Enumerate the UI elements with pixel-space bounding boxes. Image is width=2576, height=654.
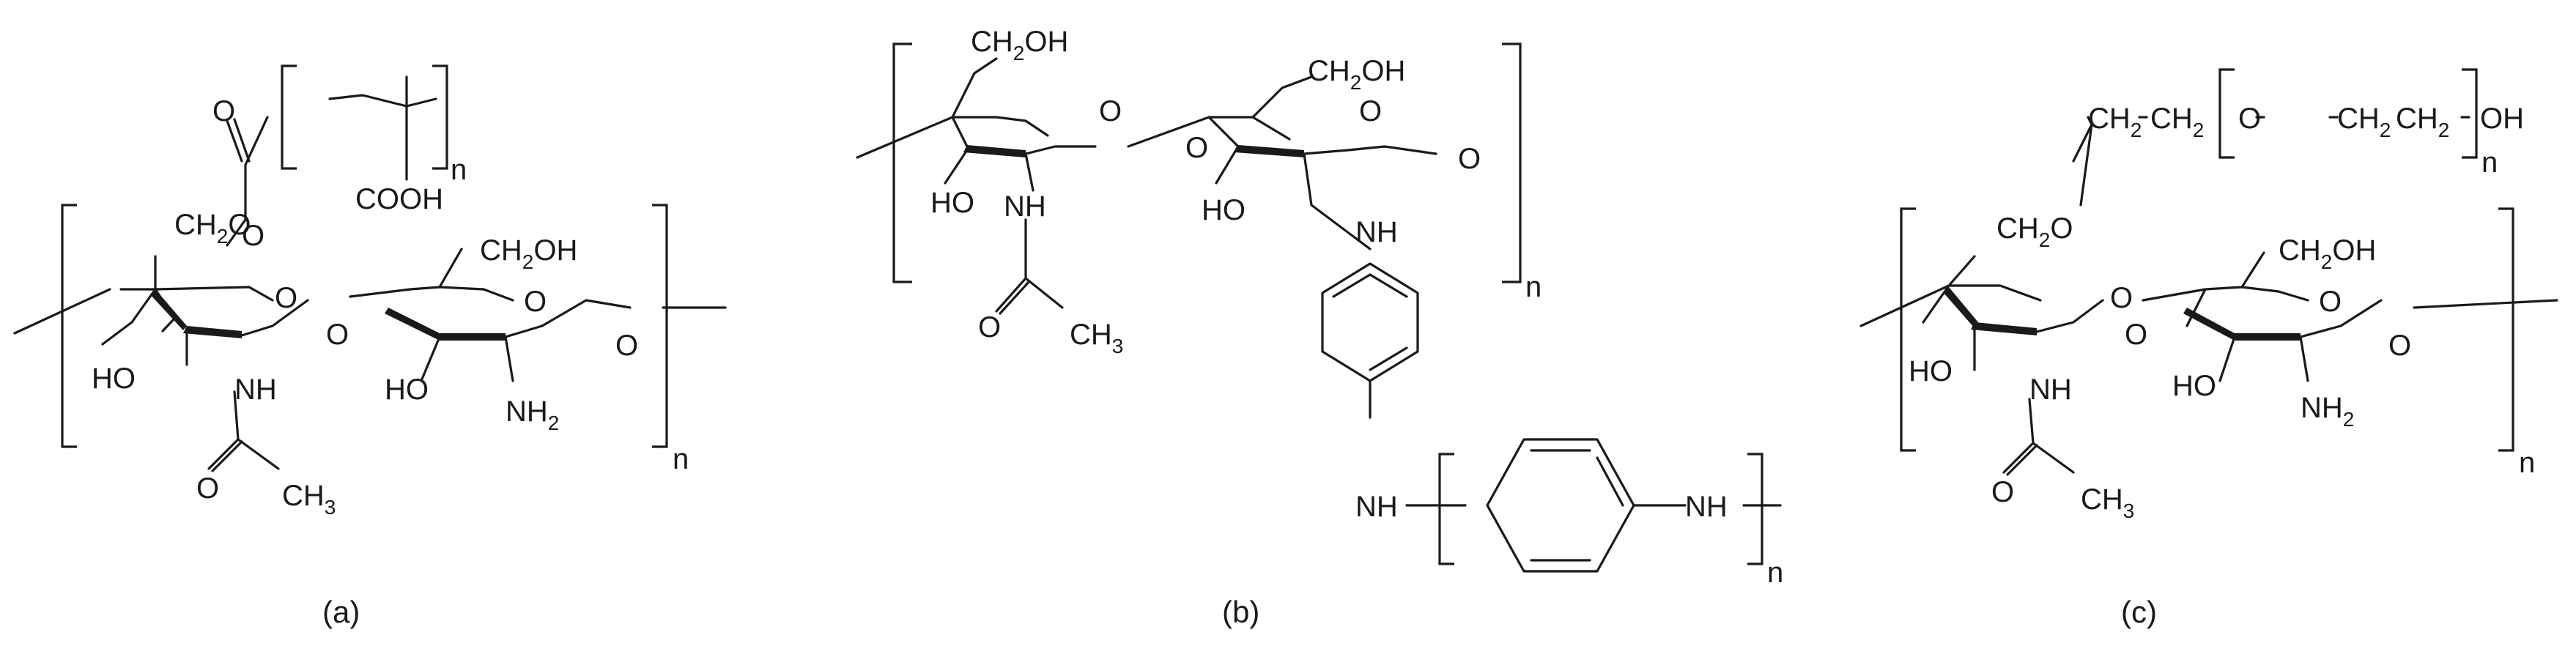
panel-a-ester-bonds [226,116,269,247]
panel-a-acetyl-bonds [207,390,280,472]
panel-c-o-terminal: O [2388,330,2411,362]
panel-c-chain-bracket-left [1900,207,1916,452]
panel-b-chain-bracket-right [1502,42,1522,283]
panel-b-o-ring-right: O [1359,95,1382,127]
panel-a-o-ester: O [242,220,264,252]
panel-c-peg-ch2-2: CH2 [2150,103,2204,141]
panel-c-o-ring-right: O [2319,286,2342,318]
panel-b: CH2OH CH2OH O O O O HO HO NH NH O CH3 NH… [856,26,1783,629]
panel-a-side-bracket-right [432,64,448,170]
panel-c-side-bracket-right [2462,68,2478,159]
panel-c-glyco-bond-1 [2035,299,2104,333]
panel-b-ch3: CH3 [1070,319,1123,357]
panel-a-chain-bracket-right [652,204,668,448]
panel-c-ring-left-wedge-2 [1971,322,2037,335]
panel-c-acetyl-bonds [2002,398,2075,476]
panel-c-ring-left-bonds [1859,255,2042,371]
panel-c-o-acetyl: O [1991,476,2014,508]
panel-c-peg-ch2-4: CH2 [2396,103,2449,141]
panel-a-nh: NH [234,374,277,406]
panel-a-chain-repeat: n [673,443,689,475]
panel-a-ho-right: HO [385,374,429,406]
panel-b-side-bracket-left [1438,453,1454,565]
panel-c-ring-right-wedge-2 [2235,333,2301,341]
panel-b-ho-right: HO [1202,194,1246,226]
panel-b-benzene-1 [1321,262,1419,382]
panel-b-side-bracket-right [1747,453,1763,565]
panel-a-ch2o: CH2O [174,209,251,248]
panel-a-ho-left: HO [92,363,136,395]
panel-b-o-ring-left: O [1099,95,1122,127]
panel-b-caption: (b) [1222,595,1259,629]
panel-a-ch2oh: CH2OH [480,234,577,273]
panel-c-chain-bracket-right [2498,207,2514,452]
panel-a: O O O O O O HO HO NH NH2 O CH3 CH2O CH2O… [13,64,727,629]
panel-c-o-glyco: O [2125,319,2147,351]
panel-c-ring-left-wedge-1 [1944,287,1978,328]
panel-a-caption: (a) [322,595,360,629]
panel-a-o-glyco: O [326,319,349,351]
panel-a-o-terminal: O [615,330,638,362]
panel-a-o-ring-right: O [524,286,547,318]
panel-b-ring-left-bonds [856,57,1056,159]
panel-a-side-repeat: n [451,154,467,186]
panel-b-ch2oh-1: CH2OH [971,26,1068,64]
panel-a-nh2: NH2 [506,395,559,434]
panel-c-peg-bonds-1 [2072,116,2093,207]
panel-a-side-bracket-left [281,64,297,170]
panel-c-ch3: CH3 [2081,483,2134,522]
panel-c-caption: (c) [2121,595,2157,629]
panel-b-nh-left: NH [1004,190,1046,223]
panel-c-side-bracket-left [2218,68,2235,159]
panel-b-side-repeat: n [1767,557,1783,589]
panel-b-o-acetyl: O [978,311,1001,343]
panel-c-peg-ch2-3: CH2 [2337,103,2391,141]
panel-c-ch2o: CH2O [1996,212,2073,251]
panel-b-aniline-bonds [1369,379,1467,507]
panel-a-o-ring-left: O [275,282,297,314]
panel-c-side-repeat: n [2481,146,2498,179]
panel-a-ring-right [13,248,727,382]
panel-b-ring-left-wedge [963,145,1026,157]
panel-c: CH2 CH2 O CH2 CH2 OH CH2O CH2OH O O O O … [1859,68,2558,629]
panel-a-ch3: CH3 [282,480,336,519]
panel-c-peg-o: O [2238,103,2261,135]
panel-a-ring-left [101,255,309,366]
panel-b-nh-poly-1: NH [1355,491,1398,523]
panel-c-ring-right-bonds [2142,251,2309,327]
panel-c-nh: NH [2029,374,2072,406]
panel-a-o-acetyl: O [196,472,219,505]
panel-b-benzene-2 [1486,438,1635,573]
panel-b-ch2oh-2: CH2OH [1308,55,1405,94]
panel-b-o-terminal: O [1458,143,1481,175]
panel-c-peg-oh: OH [2480,103,2524,135]
panel-b-acetyl-bonds [944,145,1097,315]
panel-b-o-glyco: O [1185,132,1208,164]
panel-c-ho-left: HO [1909,355,1953,387]
panel-c-ring-right-bonds-2 [2218,299,2558,382]
panel-a-chain-bracket-left [61,204,77,448]
panel-b-nh-poly-2: NH [1685,491,1728,523]
panel-b-nh-right: NH [1355,216,1398,248]
panel-a-cooh: COOH [355,183,443,215]
panel-c-peg-ch2-1: CH2 [2088,103,2142,141]
panel-c-ho-right: HO [2172,370,2216,402]
panel-b-chain-repeat: n [1525,271,1541,303]
panel-c-ring-right-wedge-1 [2183,308,2235,341]
panel-b-chain-bracket-left [892,42,912,283]
panel-c-nh2: NH2 [2301,392,2354,431]
panel-b-ho-left: HO [930,187,974,219]
panel-b-ring-right-bonds [1127,75,1437,250]
panel-b-ring-right-wedge [1235,145,1304,157]
panel-c-o-ring-left: O [2110,282,2133,314]
panel-a-o-ester-double: O [212,95,235,127]
panel-c-ch2oh: CH2OH [2279,234,2376,273]
panel-a-acrylic-bonds [328,75,437,181]
panel-c-chain-repeat: n [2519,447,2535,479]
